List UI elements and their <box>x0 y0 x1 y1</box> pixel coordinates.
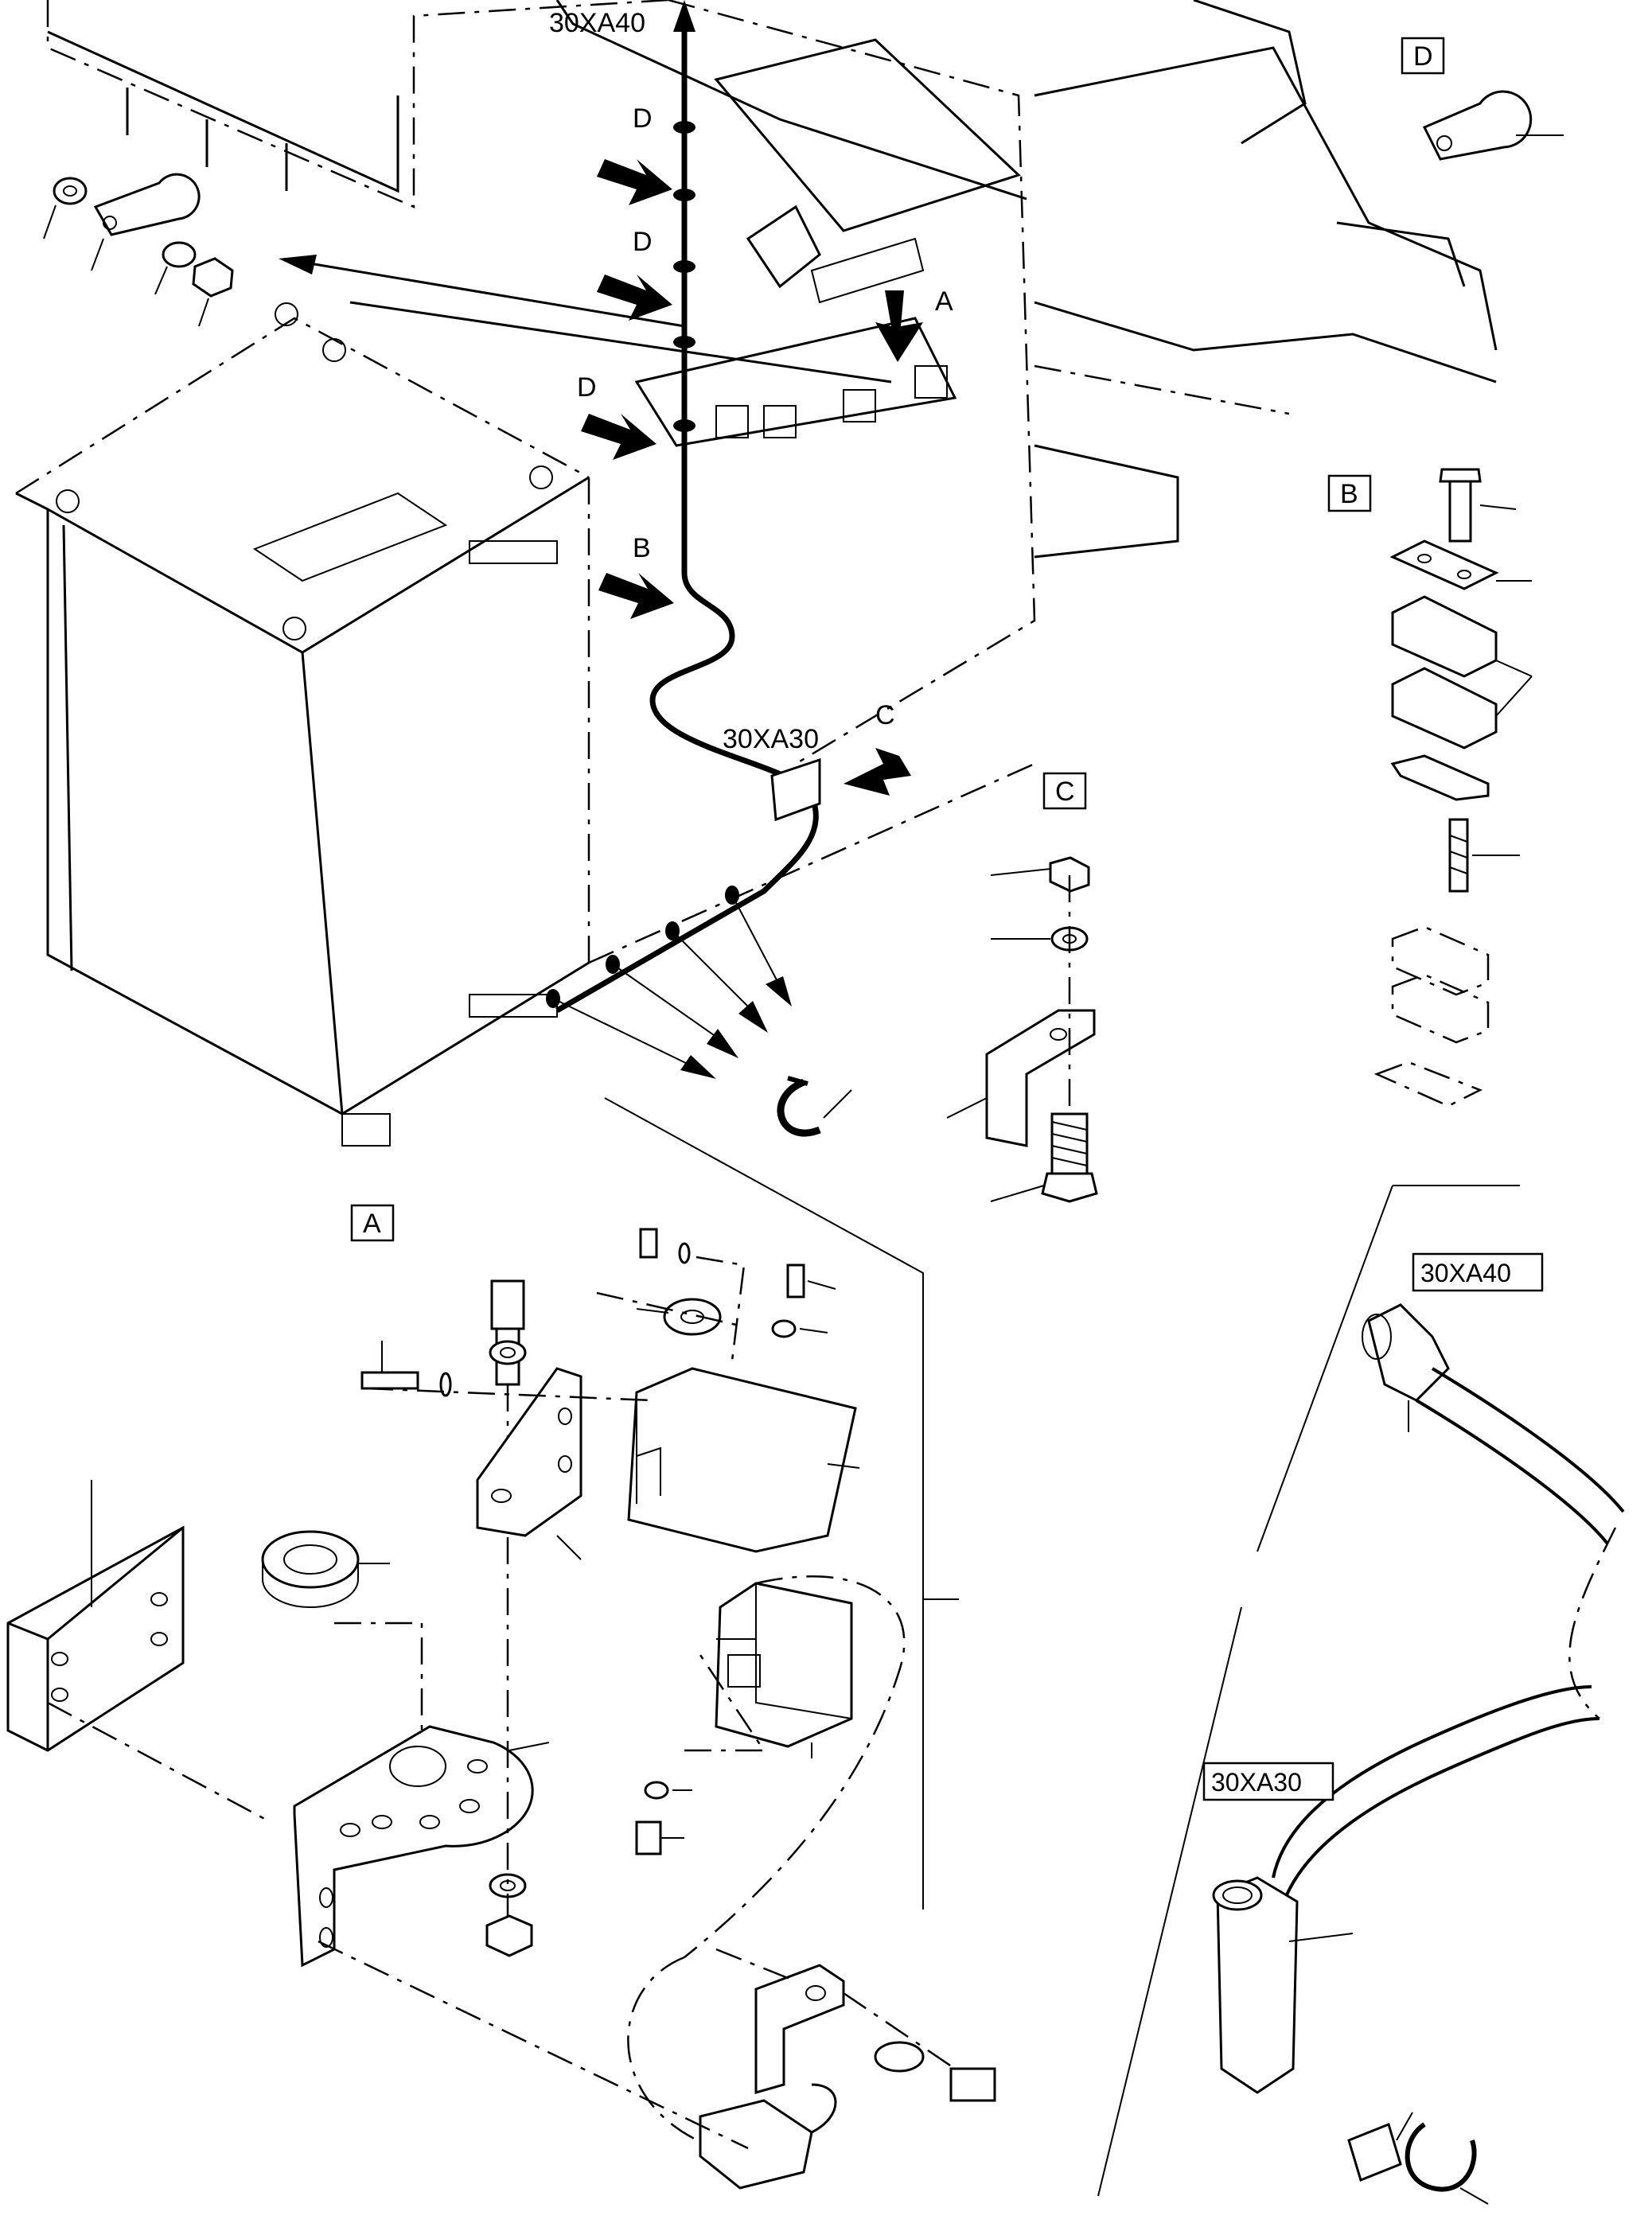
detail-box-d-label: D <box>1413 41 1433 72</box>
washer <box>874 2041 925 2073</box>
connector-30xa30 <box>1216 1876 1299 2094</box>
view-arrow-c <box>844 748 911 796</box>
grommet <box>663 1298 722 1336</box>
battery-mount <box>634 38 1021 447</box>
cover-plate <box>1389 539 1499 590</box>
view-letter-a: A <box>935 286 953 317</box>
detail-box-b-label: B <box>1340 479 1358 509</box>
detail-d <box>1422 90 1564 161</box>
lock-washer <box>439 1372 452 1397</box>
lock-washer <box>678 1242 691 1264</box>
detail-box-d: D <box>1401 37 1445 75</box>
vehicle-frame <box>46 0 1498 765</box>
spacer-plate <box>1390 754 1490 801</box>
tank-body <box>15 302 1035 1147</box>
washer <box>162 241 197 268</box>
small-bracket <box>754 1964 845 2094</box>
clip-dot <box>673 260 695 273</box>
cable-bracket <box>770 757 821 822</box>
angle-bracket <box>476 1367 582 1537</box>
nut <box>192 257 234 298</box>
detail-box-b: B <box>1327 474 1372 512</box>
view-arrow-d <box>597 159 672 205</box>
leader-arrow <box>279 255 317 274</box>
washer <box>489 1873 527 1898</box>
detail-box-a: A <box>350 1204 395 1242</box>
rubber-pad <box>6 1525 185 1752</box>
view-letter-d-3: D <box>577 372 597 403</box>
detail-a <box>6 1097 996 2190</box>
hose-clamp <box>777 1076 852 1137</box>
bolt-head <box>1439 468 1482 483</box>
p-clamp <box>93 173 201 236</box>
detail-box-c: C <box>1042 772 1087 810</box>
screw <box>639 1228 658 1259</box>
clip-dot <box>673 336 695 348</box>
connector-detail <box>1097 1185 1625 2205</box>
grommet <box>261 1530 360 1589</box>
detail-b <box>1373 468 1533 1108</box>
screw <box>786 1263 805 1298</box>
view-letter-d-2: D <box>633 227 653 257</box>
detail-c <box>946 856 1098 1203</box>
top-left-fasteners <box>43 173 234 327</box>
detail-box-30xa30: 30XA30 <box>1202 1762 1334 1801</box>
relay-module <box>715 1582 853 1748</box>
small-bolt <box>360 1371 419 1390</box>
view-arrow-b <box>598 573 674 619</box>
bolt-head <box>1041 1172 1098 1203</box>
hex-bolt-head <box>490 1279 525 1330</box>
view-pointer-arrows <box>552 159 923 1079</box>
cover <box>627 1367 857 1553</box>
detail-box-30xa30-label: 30XA30 <box>1211 1768 1302 1797</box>
washer <box>771 1319 797 1338</box>
nut <box>1049 856 1090 893</box>
view-arrow-a <box>875 290 923 362</box>
cable-tie-tab <box>1347 2122 1402 2182</box>
cable-end-arrow <box>673 0 695 32</box>
clip-dot <box>673 189 695 201</box>
connector-label-30xa40: 30XA40 <box>549 8 645 38</box>
washer <box>489 1340 527 1365</box>
washer <box>644 1781 669 1800</box>
detail-box-a-label: A <box>363 1209 381 1239</box>
connector-30xa40 <box>1367 1303 1450 1402</box>
clamp-upper-half <box>1391 595 1498 678</box>
view-letter-c: C <box>875 700 895 730</box>
view-arrow-d <box>597 274 672 321</box>
detail-box-30xa40-label: 30XA40 <box>1420 1259 1511 1287</box>
clip-dot <box>673 121 695 134</box>
cable-tie <box>1405 2122 1477 2192</box>
connector-label-30xa30: 30XA30 <box>723 724 819 754</box>
angle-bracket <box>985 1009 1096 1147</box>
view-letter-b: B <box>633 533 651 563</box>
clip-dot <box>673 419 695 432</box>
washer <box>53 177 88 205</box>
cable-harness <box>279 0 892 1014</box>
plug-connector <box>699 2099 813 2190</box>
clamp-lower-half <box>1391 667 1498 750</box>
detail-box-c-label: C <box>1055 777 1075 807</box>
mounting-bracket <box>293 1725 534 1968</box>
screw <box>635 1820 662 1855</box>
nut <box>485 1914 533 1957</box>
view-arrow-d <box>581 414 657 460</box>
bolt <box>949 2067 996 2102</box>
detail-box-30xa40: 30XA40 <box>1412 1252 1544 1292</box>
view-letter-d-1: D <box>633 103 653 134</box>
